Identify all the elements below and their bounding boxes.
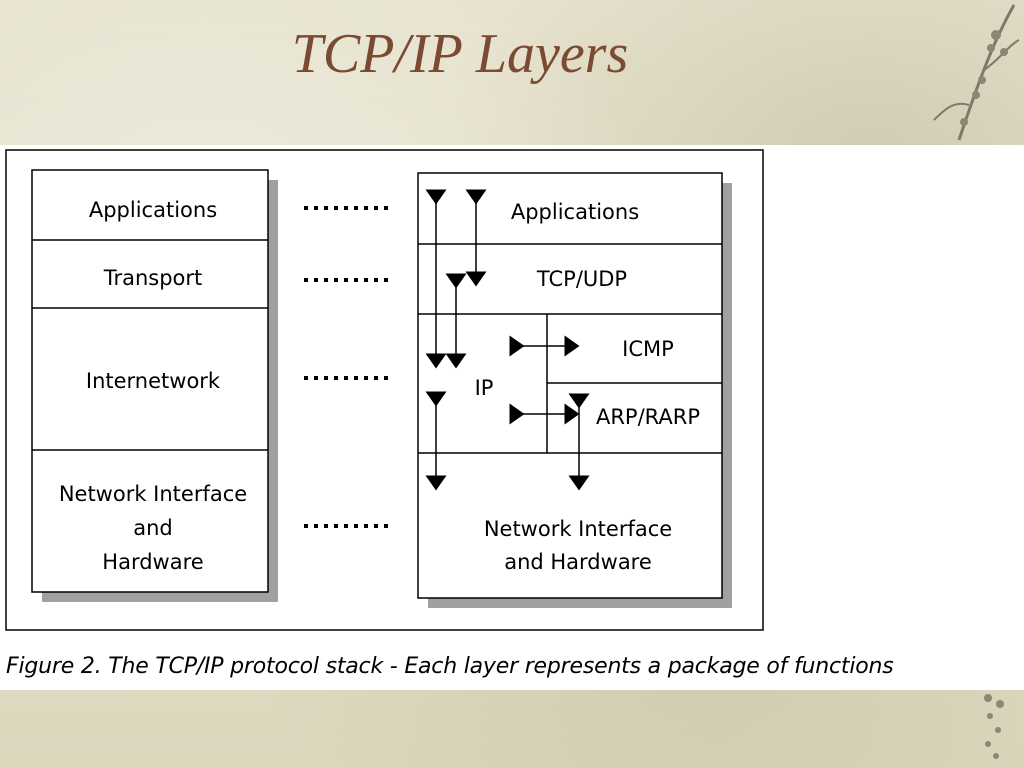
flow-arrows (425, 189, 590, 491)
correspondence-dots (304, 206, 392, 528)
stack-layer-network-line1: Network Interface (484, 517, 672, 541)
model-layer-applications: Applications (89, 198, 217, 222)
model-layer-network-line1: Network Interface (59, 482, 247, 506)
model-layer-internetwork: Internetwork (86, 369, 221, 393)
tcp-ip-stack-diagram: Applications Transport Internetwork Netw… (5, 149, 764, 631)
figure-panel: Applications Transport Internetwork Netw… (0, 145, 1024, 690)
stack-layer-network-line2: and Hardware (504, 550, 652, 574)
stack-layer-arp: ARP/RARP (596, 405, 700, 429)
protocol-stack (417, 172, 732, 608)
figure-frame (5, 149, 764, 631)
stack-layer-ip: IP (475, 376, 494, 400)
stack-layer-applications: Applications (511, 200, 639, 224)
stack-layer-icmp: ICMP (622, 337, 674, 361)
model-layer-network-line3: Hardware (102, 550, 203, 574)
twig-decoration-icon (933, 4, 1020, 141)
model-column (31, 169, 278, 602)
slide-title: TCP/IP Layers (291, 23, 629, 85)
twig-corner-icon (984, 694, 1004, 759)
model-layer-network-line2: and (133, 516, 173, 540)
stack-layer-transport: TCP/UDP (536, 267, 627, 291)
model-layer-transport: Transport (103, 266, 203, 290)
figure-caption: Figure 2. The TCP/IP protocol stack - Ea… (6, 654, 894, 679)
